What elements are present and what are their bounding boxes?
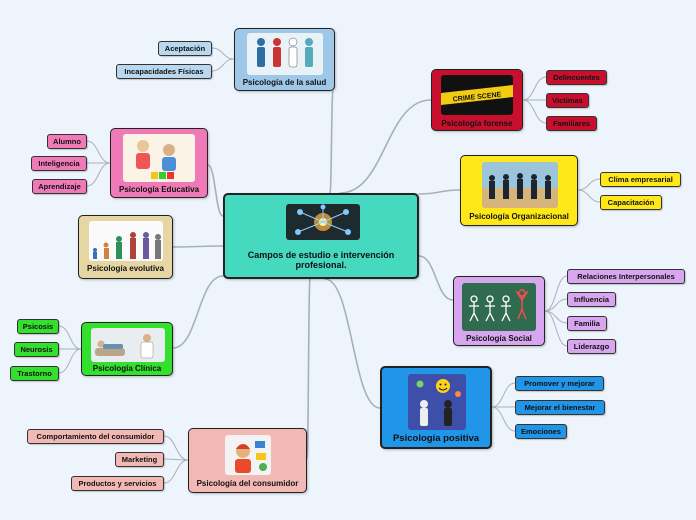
doctors-icon	[247, 33, 323, 75]
node-psicologia-evolutiva[interactable]: Psicología evolutiva	[78, 215, 173, 279]
leaf-marketing[interactable]: Marketing	[115, 452, 164, 467]
consumidor-image	[225, 435, 271, 475]
link-central-organizacional	[419, 190, 460, 194]
link-salud-aceptacion	[212, 48, 234, 59]
node-title: Psicología Educativa	[111, 185, 207, 194]
leaf-comportamiento-del-consumidor[interactable]: Comportamiento del consumidor	[27, 429, 164, 444]
leaf-influencia[interactable]: Influencia	[567, 292, 616, 307]
clinica-image	[91, 328, 165, 362]
node-psicologia-organizacional[interactable]: Psicología Organizacional	[460, 155, 578, 226]
link-central-positiva	[325, 279, 380, 408]
link-forense-delincuentes	[523, 77, 546, 100]
leaf-familiares[interactable]: Familiares	[546, 116, 597, 131]
link-positiva-promover	[492, 383, 515, 407]
shopper-icon	[225, 435, 271, 475]
children-playing-icon	[123, 134, 195, 182]
evolutiva-image	[89, 221, 163, 261]
central-node[interactable]: Campos de estudio e intervención profesi…	[223, 193, 419, 279]
link-educativa-aprendizaje	[87, 163, 110, 186]
node-title: Psicología de la salud	[235, 78, 334, 87]
leaf-alumno[interactable]: Alumno	[47, 134, 87, 149]
node-title: Psicología Social	[454, 334, 544, 343]
leaf-neurosis[interactable]: Neurosis	[14, 342, 59, 357]
organizacional-image	[482, 162, 558, 208]
therapy-session-icon	[91, 328, 165, 362]
link-clinica-trastorno	[59, 349, 81, 373]
leaf-inteligencia[interactable]: Inteligencia	[31, 156, 87, 171]
leaf-liderazgo[interactable]: Liderazgo	[567, 339, 616, 354]
leaf-emociones[interactable]: Emociones	[515, 424, 567, 439]
node-psicologia-social[interactable]: Psicología Social	[453, 276, 545, 346]
brain-network-icon	[286, 204, 360, 240]
link-org-capacitacion	[578, 190, 600, 202]
node-psicologia-positiva[interactable]: Psicología positiva	[380, 366, 492, 449]
link-salud-incapacidades	[212, 59, 234, 71]
link-central-salud	[330, 91, 333, 193]
leaf-capacitacion[interactable]: Capacitación	[600, 195, 662, 210]
link-central-evolutiva	[173, 246, 223, 247]
central-image	[286, 204, 360, 240]
link-clinica-psicosis	[59, 326, 81, 349]
human-development-icon	[89, 221, 163, 261]
leaf-trastorno[interactable]: Trastorno	[10, 366, 59, 381]
business-people-icon	[482, 162, 558, 208]
link-forense-familiares	[523, 100, 546, 123]
crime-scene-tape-icon: CRIME SCENE	[441, 75, 513, 115]
leaf-victimas[interactable]: Victimas	[546, 93, 589, 108]
node-psicologia-educativa[interactable]: Psicología Educativa	[110, 128, 208, 198]
node-title: Psicología Clínica	[82, 364, 172, 373]
chalkboard-people-icon	[462, 283, 536, 331]
social-image	[462, 283, 536, 331]
link-central-consumidor	[307, 279, 310, 458]
central-title: Campos de estudio e intervención profesi…	[225, 250, 417, 271]
node-psicologia-clinica[interactable]: Psicología Clínica	[81, 322, 173, 376]
node-psicologia-consumidor[interactable]: Psicología del consumidor	[188, 428, 307, 493]
leaf-mejorar-el-bienestar[interactable]: Mejorar el bienestar	[515, 400, 605, 415]
link-social-relaciones	[545, 276, 567, 311]
link-central-forense	[340, 100, 431, 193]
link-central-educativa	[208, 165, 223, 216]
health-image	[247, 33, 323, 75]
forense-image: CRIME SCENE	[441, 75, 513, 115]
link-educativa-alumno	[87, 141, 110, 163]
link-central-social	[419, 256, 453, 300]
link-consumidor-productos	[164, 460, 188, 483]
node-title: Psicología del consumidor	[189, 479, 306, 488]
link-positiva-emociones	[492, 407, 515, 431]
leaf-promover-y-mejorar[interactable]: Promover y mejorar	[515, 376, 604, 391]
leaf-familia[interactable]: Familia	[567, 316, 607, 331]
link-consumidor-comportamiento	[164, 436, 188, 460]
link-central-clinica	[173, 276, 223, 348]
positiva-image	[408, 374, 466, 430]
leaf-clima-empresarial[interactable]: Clima empresarial	[600, 172, 681, 187]
node-title: Psicología evolutiva	[79, 264, 172, 273]
node-title: Psicología positiva	[382, 434, 490, 445]
node-title: Psicología Organizacional	[461, 212, 577, 221]
link-org-clima	[578, 179, 600, 190]
leaf-incapacidades-fisicas[interactable]: Incapacidades Físicas	[116, 64, 212, 79]
node-psicologia-salud[interactable]: Psicología de la salud	[234, 28, 335, 91]
node-psicologia-forense[interactable]: CRIME SCENE Psicología forense	[431, 69, 523, 131]
node-title: Psicología forense	[432, 119, 522, 128]
educativa-image	[123, 134, 195, 182]
link-social-liderazgo	[545, 311, 567, 346]
leaf-aprendizaje[interactable]: Aprendizaje	[32, 179, 87, 194]
leaf-relaciones-interpersonales[interactable]: Relaciones Interpersonales	[567, 269, 685, 284]
leaf-aceptacion[interactable]: Aceptación	[158, 41, 212, 56]
leaf-psicosis[interactable]: Psicosis	[17, 319, 59, 334]
leaf-productos-y-servicios[interactable]: Productos y servicios	[71, 476, 164, 491]
leaf-delincuentes[interactable]: Delincuentes	[546, 70, 607, 85]
happy-people-icon	[408, 374, 466, 430]
